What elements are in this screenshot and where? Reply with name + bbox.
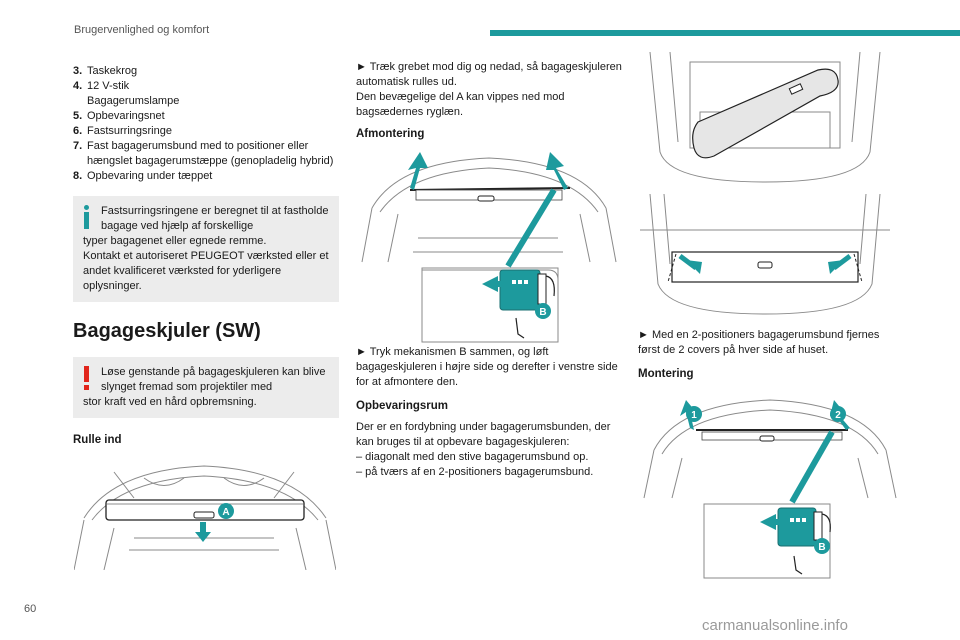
storage-text: Der er en fordybning under bagagerumsbun…	[356, 421, 611, 478]
column-2: ► Træk grebet mod dig og nedad, så bagag…	[356, 60, 622, 140]
label-2: 2	[835, 410, 841, 421]
rulle-ind-heading: Rulle ind	[73, 434, 122, 446]
opbevaringsrum-heading: Opbevaringsrum	[356, 400, 449, 412]
list-item: 8.Opbevaring under tæppet	[73, 170, 213, 182]
figure-roll-in: A	[74, 465, 336, 570]
figure-installation: 1 2 B	[643, 399, 897, 579]
page-number: 60	[24, 603, 37, 615]
column-1: 3.Taskekrog 4.12 V-stik Bagagerumslampe …	[73, 64, 339, 446]
column-2-lower: ► Tryk mekanismen B sammen, og løft baga…	[356, 345, 622, 480]
list-item: 7.Fast bagagerumsbund med to positioner …	[73, 140, 334, 167]
list-item: 5.Opbevaringsnet	[73, 110, 165, 122]
info-box: Fastsurringsringene er beregnet til at f…	[73, 196, 339, 302]
list-item: 6.Fastsurringsringe	[73, 125, 172, 137]
list-item: 4.12 V-stik Bagagerumslampe	[73, 80, 180, 107]
figure-storage-cross	[640, 194, 890, 315]
section-title: Bagageskjuler (SW)	[73, 320, 261, 342]
label-b-install: B	[818, 542, 825, 553]
figure-removal: B	[361, 152, 617, 343]
component-list: 3.Taskekrog 4.12 V-stik Bagagerumslampe …	[73, 64, 339, 184]
column-3: ► Med en 2-positioners bagagerumsbund fj…	[638, 328, 904, 380]
list-item: 3.Taskekrog	[73, 65, 138, 77]
label-a: A	[222, 507, 229, 518]
instruction-covers: ► Med en 2-positioners bagagerumsbund fj…	[638, 329, 880, 356]
montering-heading: Montering	[638, 368, 694, 380]
info-icon	[83, 205, 91, 229]
instruction-pull: ► Træk grebet mod dig og nedad, så bagag…	[356, 61, 622, 118]
watermark: carmanualsonline.info	[702, 617, 848, 634]
instruction-press: ► Tryk mekanismen B sammen, og løft baga…	[356, 346, 618, 388]
afmontering-heading: Afmontering	[356, 128, 425, 140]
label-1: 1	[691, 410, 697, 421]
header-accent-bar	[490, 30, 960, 36]
running-header: Brugervenlighed og komfort	[74, 24, 210, 36]
label-b: B	[539, 307, 546, 318]
figure-storage-diagonal	[649, 52, 881, 183]
warning-icon	[84, 366, 90, 390]
warning-box: Løse genstande på bagageskjuleren kan bl…	[73, 357, 339, 418]
